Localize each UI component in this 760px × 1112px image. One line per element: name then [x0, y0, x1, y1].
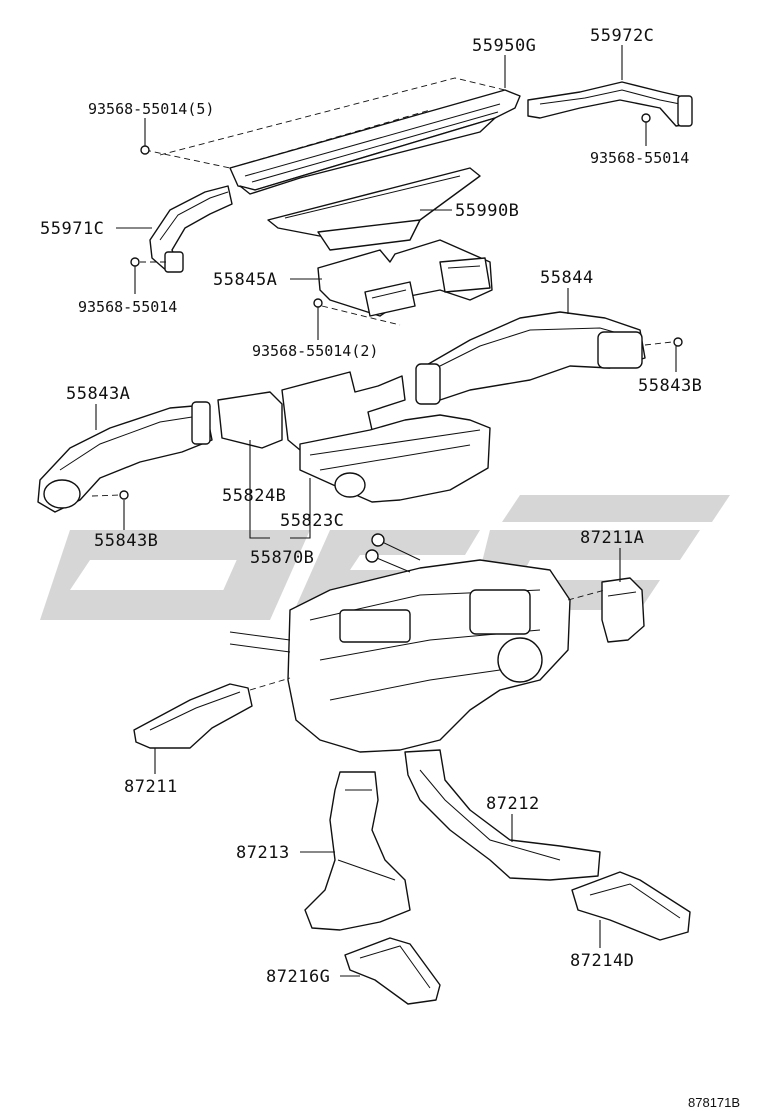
label-87216G: 87216G — [266, 967, 330, 987]
label-87213: 87213 — [236, 843, 290, 863]
part-87211A — [601, 577, 645, 643]
part-55972C — [527, 81, 693, 127]
label-55823C: 55823C — [280, 511, 344, 531]
label-93568-55014-a: 93568-55014 — [590, 149, 689, 167]
label-55990B: 55990B — [455, 201, 519, 221]
dashed-guides — [91, 261, 673, 691]
reference-code: 878171B — [688, 1095, 740, 1110]
part-center-duct — [217, 371, 491, 503]
part-87213 — [304, 771, 411, 931]
part-87212 — [404, 749, 601, 881]
label-93568-55014-5: 93568-55014(5) — [88, 100, 214, 118]
part-labels: 55950G 55972C 93568-55014(5) 93568-55014… — [40, 26, 740, 1110]
part-heater-unit — [229, 533, 571, 753]
label-87214D: 87214D — [570, 951, 634, 971]
label-93568-55014-2: 93568-55014(2) — [252, 342, 378, 360]
label-55824B: 55824B — [222, 486, 286, 506]
label-55843B-left: 55843B — [94, 531, 158, 551]
bolt-icons — [119, 113, 683, 500]
part-55844 — [415, 311, 646, 405]
label-55845A: 55845A — [213, 270, 277, 290]
part-55845A — [317, 239, 493, 317]
part-55950G — [144, 77, 521, 195]
label-55972C: 55972C — [590, 26, 654, 46]
part-55971C — [149, 185, 233, 273]
label-87211: 87211 — [124, 777, 178, 797]
label-55870B: 55870B — [250, 548, 314, 568]
label-55844: 55844 — [540, 268, 594, 288]
label-55950G: 55950G — [472, 36, 536, 56]
part-87211 — [133, 683, 253, 749]
label-55971C: 55971C — [40, 219, 104, 239]
part-55843A — [37, 401, 213, 513]
label-55843B-right: 55843B — [638, 376, 702, 396]
label-55843A: 55843A — [66, 384, 130, 404]
label-87212: 87212 — [486, 794, 540, 814]
label-87211A: 87211A — [580, 528, 644, 548]
part-87214D — [571, 871, 691, 941]
part-55990B — [267, 167, 481, 251]
part-87216G — [344, 937, 441, 1005]
leader-lines — [95, 45, 677, 977]
label-93568-55014-b: 93568-55014 — [78, 298, 177, 316]
